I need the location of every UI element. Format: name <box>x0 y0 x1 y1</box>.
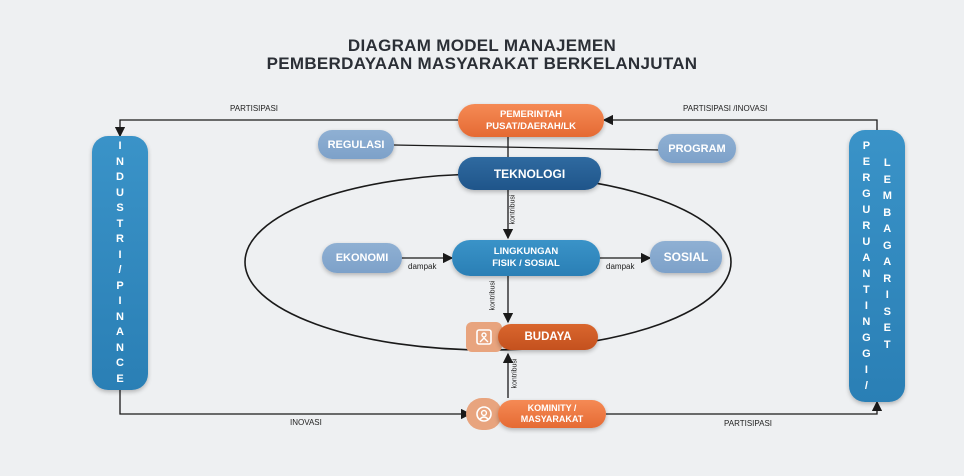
edge-lembaga-pemerintah <box>602 114 878 130</box>
node-sosial-label: SOSIAL <box>663 250 709 264</box>
industri-letter: R <box>116 233 124 245</box>
lembaga-letter: L <box>883 157 891 169</box>
perguruan-letter: R <box>862 172 871 184</box>
node-komunitas-line1: KOMINITY / <box>527 403 577 413</box>
perguruan-letter: I <box>864 300 868 312</box>
lembaga-letter: A <box>883 223 892 235</box>
perguruan-letter: N <box>862 316 871 328</box>
lembaga-letter: E <box>883 322 891 334</box>
perguruan-letter: / <box>864 380 868 392</box>
industri-letter: I <box>118 295 122 307</box>
lembaga-letter: S <box>883 305 891 318</box>
industri-letter: U <box>116 186 124 199</box>
label-dampak-right: dampak <box>606 262 635 271</box>
label-partisipasi-top-right: PARTISIPASI /INOVASI <box>683 104 768 113</box>
edge-komunitas-lembaga <box>606 400 883 415</box>
industri-letter: I <box>118 248 122 261</box>
label-inovasi-bottom: INOVASI <box>290 418 322 427</box>
perguruan-letter: E <box>862 156 871 168</box>
label-partisipasi-bottom-right: PARTISIPASI <box>724 419 773 428</box>
node-budaya-label: BUDAYA <box>524 331 572 343</box>
lembaga-letter: A <box>883 256 892 268</box>
industri-letter: N <box>116 155 124 168</box>
lembaga-letter: B <box>883 206 892 219</box>
label-kontribusi-komunitas: kontribusi <box>511 358 519 389</box>
lembaga-letter: T <box>883 338 891 351</box>
node-komunitas-line2: MASYARAKAT <box>520 414 584 424</box>
lembaga-letter: I <box>885 289 889 301</box>
label-dampak-left: dampak <box>408 262 437 271</box>
perguruan-letter: N <box>862 268 871 280</box>
node-regulasi-label: REGULASI <box>327 138 385 151</box>
node-program-label: PROGRAM <box>668 142 726 155</box>
label-kontribusi-lingkungan: kontribusi <box>489 280 497 311</box>
label-partisipasi-top-left: PARTISIPASI <box>230 104 279 113</box>
perguruan-letter: U <box>862 236 871 248</box>
industri-letter: N <box>116 341 124 354</box>
node-ekonomi: EKONOMI <box>322 243 402 273</box>
perguruan-letter: T <box>863 284 870 296</box>
perguruan-letter: P <box>862 140 871 152</box>
node-lingkungan: LINGKUNGAN FISIK / SOSIAL <box>452 240 600 276</box>
perguruan-letter: G <box>862 348 871 360</box>
perguruan-letter: R <box>862 220 871 232</box>
node-pemerintah-line2: PUSAT/DAERAH/LK <box>485 120 577 132</box>
edge-regulasi-program <box>393 144 661 151</box>
node-lingkungan-line2: FISIK / SOSIAL <box>492 258 560 269</box>
node-pemerintah-line1: PEMERINTAH <box>499 108 563 120</box>
industri-letter: P <box>116 279 124 292</box>
node-lingkungan-line1: LINGKUNGAN <box>493 246 559 257</box>
perguruan-letter: A <box>862 252 871 264</box>
industri-letter: C <box>116 357 124 369</box>
node-budaya: BUDAYA <box>498 324 598 350</box>
node-ekonomi-label: EKONOMI <box>335 252 389 264</box>
industri-letter: S <box>116 202 124 214</box>
node-komunitas: KOMINITY / MASYARAKAT <box>498 400 606 428</box>
industri-letter: E <box>116 372 124 385</box>
community-icon <box>466 398 502 430</box>
node-sosial: SOSIAL <box>650 241 722 273</box>
industri-letter: / <box>118 264 122 276</box>
node-pemerintah: PEMERINTAH PUSAT/DAERAH/LK <box>458 104 604 137</box>
node-teknologi-label: TEKNOLOGI <box>493 166 566 181</box>
diagram-title-line2: PEMBERDAYAAN MASYARAKAT BERKELANJUTAN <box>266 54 698 73</box>
budaya-icon <box>466 322 502 352</box>
edge-pemerintah-industri <box>114 119 458 138</box>
node-program: PROGRAM <box>658 134 736 163</box>
industri-letter: I <box>118 140 122 152</box>
lembaga-letter: G <box>882 239 892 252</box>
perguruan-letter: U <box>862 204 871 216</box>
label-kontribusi-teknologi: kontribusi <box>509 194 517 225</box>
node-teknologi: TEKNOLOGI <box>458 157 601 190</box>
edge-industri-komunitas <box>119 390 472 420</box>
industri-letter: N <box>116 310 124 323</box>
industri-letter: D <box>116 171 124 183</box>
diagram-title-line1: DIAGRAM MODEL MANAJEMEN <box>347 36 617 55</box>
node-regulasi: REGULASI <box>318 130 394 159</box>
lembaga-letter: E <box>883 173 891 186</box>
lembaga-letter: R <box>883 272 892 285</box>
perguruan-letter: G <box>862 332 871 344</box>
perguruan-letter: I <box>864 364 868 376</box>
lembaga-letter: M <box>882 190 892 202</box>
industri-letter: A <box>116 326 124 338</box>
perguruan-letter: G <box>862 188 871 200</box>
industri-letter: T <box>116 217 124 230</box>
